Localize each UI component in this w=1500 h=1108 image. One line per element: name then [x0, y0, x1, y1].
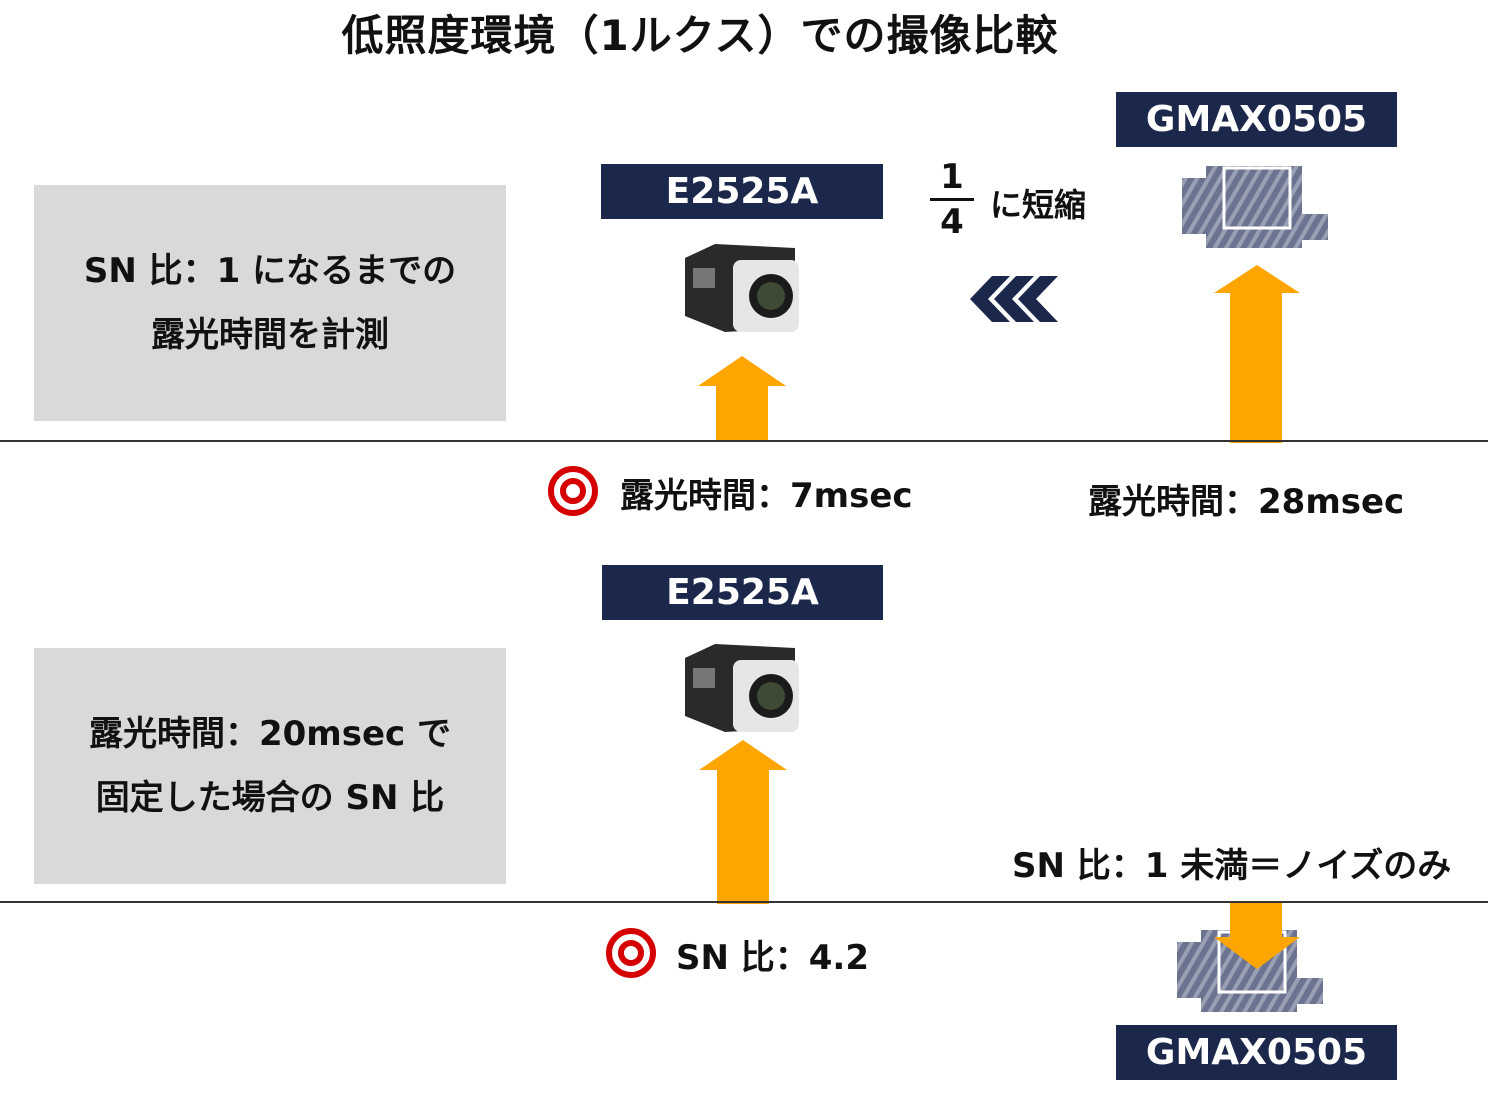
- top-description-line1: SN 比：1 になるまでの: [83, 251, 457, 291]
- top-description-line2: 露光時間を計測: [151, 315, 389, 355]
- top-right-result: 露光時間：28msec: [1088, 482, 1405, 522]
- hatched-camera-placeholder-icon: [1182, 166, 1328, 248]
- fraction-numerator: 1: [940, 157, 964, 197]
- bottom-camera-left-label: E2525A: [602, 565, 883, 620]
- bottom-description-box: 露光時間：20msec で 固定した場合の SN 比: [34, 648, 506, 884]
- fraction-denominator: 4: [940, 202, 964, 242]
- top-description-box: SN 比：1 になるまでの 露光時間を計測: [34, 185, 506, 421]
- top-camera-right-label: GMAX0505: [1116, 92, 1397, 147]
- bottom-camera-right-label: GMAX0505: [1116, 1025, 1397, 1080]
- bottom-description-line2: 固定した場合の SN 比: [95, 778, 445, 818]
- bottom-right-result: SN 比：1 未満＝ノイズのみ: [1012, 846, 1452, 886]
- down-arrow-icon: [1214, 903, 1300, 969]
- double-circle-icon: [606, 928, 656, 978]
- page-title: 低照度環境（1ルクス）での撮像比較: [341, 11, 1059, 60]
- triple-chevron-left-icon: [970, 276, 1058, 322]
- up-arrow-icon: [698, 356, 786, 442]
- reduction-text: に短縮: [990, 186, 1087, 224]
- camera-icon: [685, 644, 799, 732]
- double-circle-icon: [548, 466, 598, 516]
- divider-line: [0, 440, 1488, 442]
- bottom-description-line1: 露光時間：20msec で: [88, 714, 452, 754]
- divider-line: [0, 901, 1488, 903]
- top-left-result: 露光時間：7msec: [620, 476, 913, 516]
- fraction: 1 4: [926, 158, 978, 241]
- top-camera-left-label: E2525A: [601, 164, 883, 219]
- camera-icon: [685, 244, 799, 332]
- up-arrow-icon: [699, 740, 787, 904]
- bottom-left-result: SN 比：4.2: [676, 938, 870, 978]
- up-arrow-icon: [1214, 265, 1300, 443]
